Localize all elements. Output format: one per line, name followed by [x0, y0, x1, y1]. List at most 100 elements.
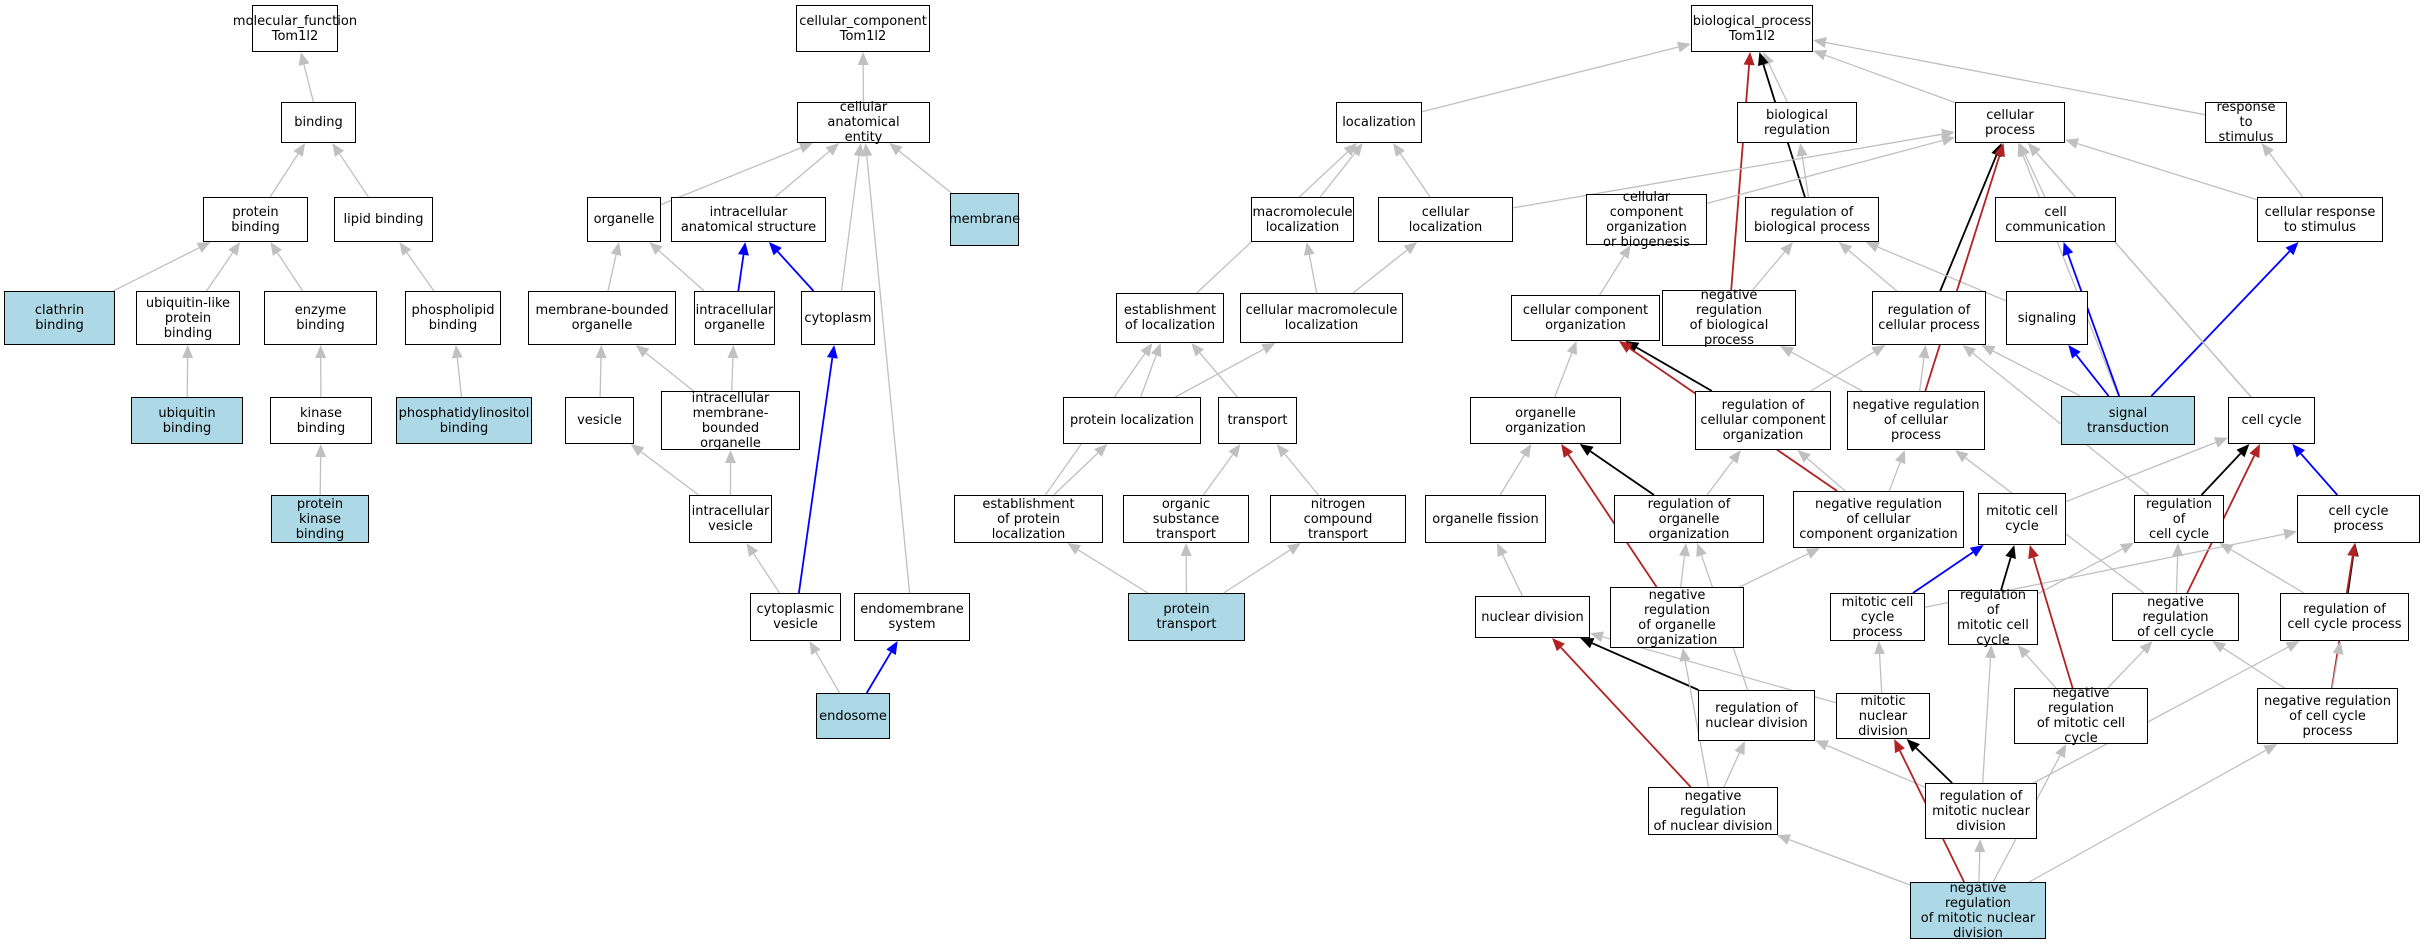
arrowhead-nrnd-to-nroo — [1679, 648, 1691, 662]
edge-nrcp-to-cell_proc — [1924, 155, 2001, 392]
node-vesicle: vesicle — [565, 397, 634, 444]
arrowhead-endosome-to-cv — [809, 641, 821, 655]
arrowhead-prot_trans-to-nitro_trans — [1287, 543, 1301, 555]
arrowhead-reg_mcc-to-reg_cc — [2119, 542, 2134, 554]
arrowhead-nrcco-to-nrcp — [1895, 450, 1906, 465]
arrowhead-reg_cc-to-cell_cycle — [2236, 444, 2250, 458]
node-pip-binding: phosphatidylinositol binding — [396, 397, 532, 444]
edge-prot_trans-to-nitro_trans — [1223, 549, 1291, 594]
edge-nrbp-to-reg_bp — [1752, 251, 1786, 291]
arrowhead-nrcco-to-cco — [1618, 341, 1633, 353]
node-reg-org-org: regulation of organelle organization — [1614, 495, 1764, 543]
edge-nrcp-to-reg_cp — [1919, 357, 1925, 392]
node-cml: cellular macromolecule localization — [1240, 293, 1403, 343]
arrowhead-nrccp-to-ccp — [2347, 543, 2359, 557]
edge-cell_resp-to-resp_stim — [2268, 152, 2304, 198]
node-mnd: mitotic nuclear division — [1836, 693, 1930, 739]
edge-organelle-to-cae — [660, 147, 802, 206]
edge-endomembrane-to-cae — [866, 155, 911, 594]
arrowhead-membrane-to-cae — [889, 143, 903, 156]
arrowhead-cytoplasm-to-cae — [853, 143, 865, 157]
arrowhead-cv-to-cytoplasm — [826, 345, 838, 359]
arrowhead-nrnd-to-reg_nd — [1734, 741, 1745, 756]
arrowhead-mccp-to-mit_cc — [1969, 545, 1984, 557]
arrowhead-nrmnd-to-nrnd — [1776, 834, 1791, 845]
edge-nrmcc-to-mit_cc — [2032, 557, 2074, 689]
edge-rmnd-to-reg_nd — [1826, 744, 1926, 788]
node-nitro-trans: nitrogen compound transport — [1270, 495, 1406, 543]
arrowhead-org_sub_trans-to-transport — [1228, 444, 1241, 458]
edge-cell_loc-to-localization — [1399, 153, 1431, 198]
arrowhead-lipid_binding-to-binding — [332, 143, 344, 157]
arrowhead-reg_org_org-to-org_org — [1579, 444, 1594, 456]
arrowhead-rmnd-to-reg_ccp — [2285, 641, 2300, 652]
arrowhead-mnd-to-mccp — [1874, 641, 1885, 655]
node-nrmnd: negative regulation of mitotic nuclear d… — [1910, 881, 2046, 941]
arrowhead-imbo-to-io — [727, 345, 739, 359]
edge-est_prot_loc-to-prot_loc — [1053, 452, 1099, 496]
node-ccob: cellular component organization or bioge… — [1586, 190, 1707, 250]
arrowhead-cell_proc-to-bp — [1813, 50, 1828, 61]
node-organelle: organelle — [587, 197, 661, 242]
arrowhead-clathrin_binding-to-protein_binding — [196, 242, 211, 253]
arrowhead-io-to-ias — [738, 242, 749, 256]
node-signaling: signaling — [2006, 291, 2088, 345]
arrowhead-reg_nd-to-nuc_div — [1580, 638, 1595, 649]
edge-imbo-to-mbo — [645, 352, 694, 392]
arrowhead-nrbp-to-bp — [1743, 52, 1755, 66]
edge-ubl_binding-to-protein_binding — [205, 252, 234, 292]
edge-resp_stim-to-bp — [1825, 41, 2206, 116]
edge-reg_cco-to-reg_cp — [1810, 351, 1875, 392]
edge-sig_trans-to-signaling — [2075, 354, 2110, 397]
edge-cell_proc-to-bp — [1824, 54, 1956, 104]
edge-nrmcc-to-nrcc — [2107, 649, 2145, 689]
node-est-loc: establishment of localization — [1116, 293, 1224, 343]
arrowhead-nrcp-to-cell_proc — [1994, 143, 2005, 158]
edge-cell_resp-to-cell_proc — [2077, 142, 2258, 201]
node-org-sub-trans: organic substance transport — [1123, 495, 1249, 543]
edge-io-to-organelle — [658, 250, 705, 292]
arrowhead-est_prot_loc-to-prot_loc — [1094, 444, 1108, 457]
node-cae: cellular anatomical entity — [797, 100, 930, 145]
node-io: intracellular organelle — [694, 291, 775, 345]
arrowhead-sig_trans-to-cell_comm — [2062, 242, 2074, 257]
arrowhead-nroo-to-reg_org_org — [1679, 543, 1690, 557]
edge-nrbp-to-bp — [1730, 64, 1750, 291]
arrowhead-reg_nd-to-reg_org_org — [1696, 543, 1707, 558]
edge-cell_loc-to-cell_proc — [1512, 133, 1943, 209]
arrowhead-mccp-to-ccp — [2283, 528, 2297, 540]
edge-cv-to-iv — [753, 553, 781, 594]
arrowhead-nuc_div-to-org_fission — [1497, 543, 1508, 558]
arrowhead-nroo-to-org_org — [1561, 444, 1573, 458]
edge-org_fission-to-org_org — [1499, 454, 1525, 496]
arrowhead-sig_trans-to-signaling — [2068, 345, 2081, 359]
node-cell-cycle: cell cycle — [2228, 397, 2315, 444]
arrowhead-pk_binding-to-kinase_binding — [315, 444, 327, 458]
node-ias: intracellular anatomical structure — [671, 197, 826, 242]
edge-ias-to-cae — [774, 150, 830, 198]
arrowhead-localization-to-bp — [1677, 41, 1691, 53]
arrowhead-resp_stim-to-bp — [1813, 37, 1827, 48]
arrowhead-transport-to-est_loc — [1191, 343, 1204, 357]
node-iv: intracellular vesicle — [689, 495, 772, 543]
arrowhead-endosome-to-endomembrane — [886, 641, 898, 655]
arrowhead-nrccp-to-reg_ccp — [2332, 641, 2344, 655]
node-nrccp: negative regulation of cell cycle proces… — [2257, 688, 2398, 744]
arrowhead-ccp-to-cell_proc — [2028, 143, 2041, 157]
arrowhead-imbo-to-mbo — [635, 345, 650, 358]
node-org-fission: organelle fission — [1425, 495, 1546, 543]
arrowhead-nrccp-to-nrcc — [2212, 641, 2227, 653]
edge-nrnd-to-nuc_div — [1560, 646, 1692, 788]
arrowhead-reg_ccp-to-reg_cc — [2219, 543, 2234, 555]
edge-enzyme_binding-to-protein_binding — [276, 252, 304, 292]
edge-imbo-to-io — [731, 357, 734, 392]
arrowhead-rmnd-to-reg_mcc — [1985, 645, 1996, 659]
arrowhead-iv-to-imbo — [725, 450, 736, 463]
arrowhead-prot_loc-to-est_loc — [1151, 343, 1162, 358]
node-ccp: cell cycle process — [2297, 495, 2420, 543]
edge-endosome-to-endomembrane — [865, 651, 892, 694]
node-nuc-div: nuclear division — [1475, 596, 1590, 638]
edge-nrcp-to-nrbp — [1791, 351, 1863, 392]
arrowhead-nrcc-to-nrcp — [1955, 450, 1969, 463]
arrowhead-nitro_trans-to-transport — [1276, 444, 1290, 458]
